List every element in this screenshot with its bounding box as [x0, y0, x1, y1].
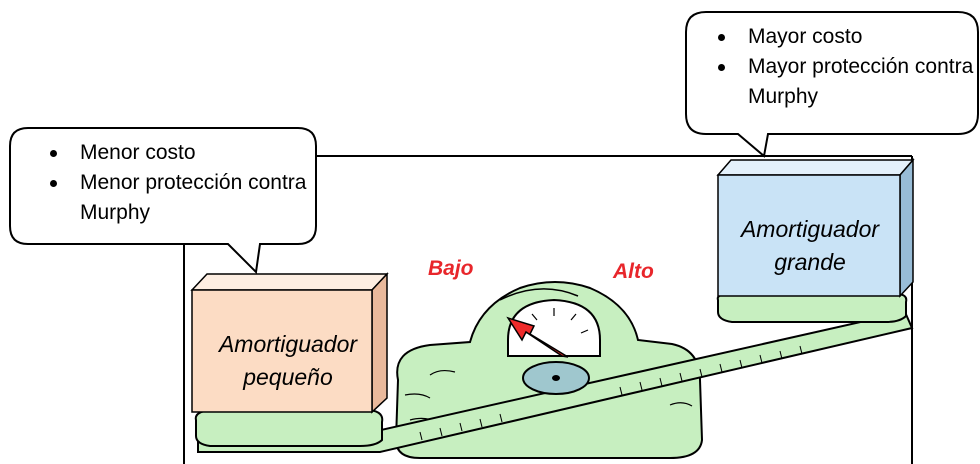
left-pan [194, 409, 384, 447]
right-pan [716, 293, 908, 323]
right-callout-bubble [685, 11, 979, 158]
large-buffer-box [716, 157, 915, 298]
high-label: Alto [613, 260, 654, 283]
small-buffer-label: Amortiguador pequeño [198, 328, 378, 394]
large-buffer-label: Amortiguador grande [720, 213, 900, 279]
small-buffer-label-line1: Amortiguador [218, 331, 358, 357]
left-callout-list: Menor costo Menor protección contra Murp… [44, 138, 314, 228]
low-label: Bajo [428, 257, 474, 280]
right-callout-item: Mayor protección contra Murphy [712, 52, 977, 112]
left-callout-item: Menor costo [44, 138, 314, 168]
large-buffer-label-line1: Amortiguador [740, 216, 880, 242]
large-buffer-label-line2: grande [774, 249, 846, 275]
left-callout-bubble [9, 127, 317, 275]
right-callout-item: Mayor costo [712, 22, 977, 52]
small-buffer-label-line2: pequeño [243, 364, 333, 390]
left-callout-item: Menor protección contra Murphy [44, 168, 314, 228]
beam-pivot [522, 361, 590, 395]
right-callout-list: Mayor costo Mayor protección contra Murp… [712, 22, 977, 112]
small-buffer-box [190, 272, 389, 414]
needle-arrow [506, 316, 569, 358]
